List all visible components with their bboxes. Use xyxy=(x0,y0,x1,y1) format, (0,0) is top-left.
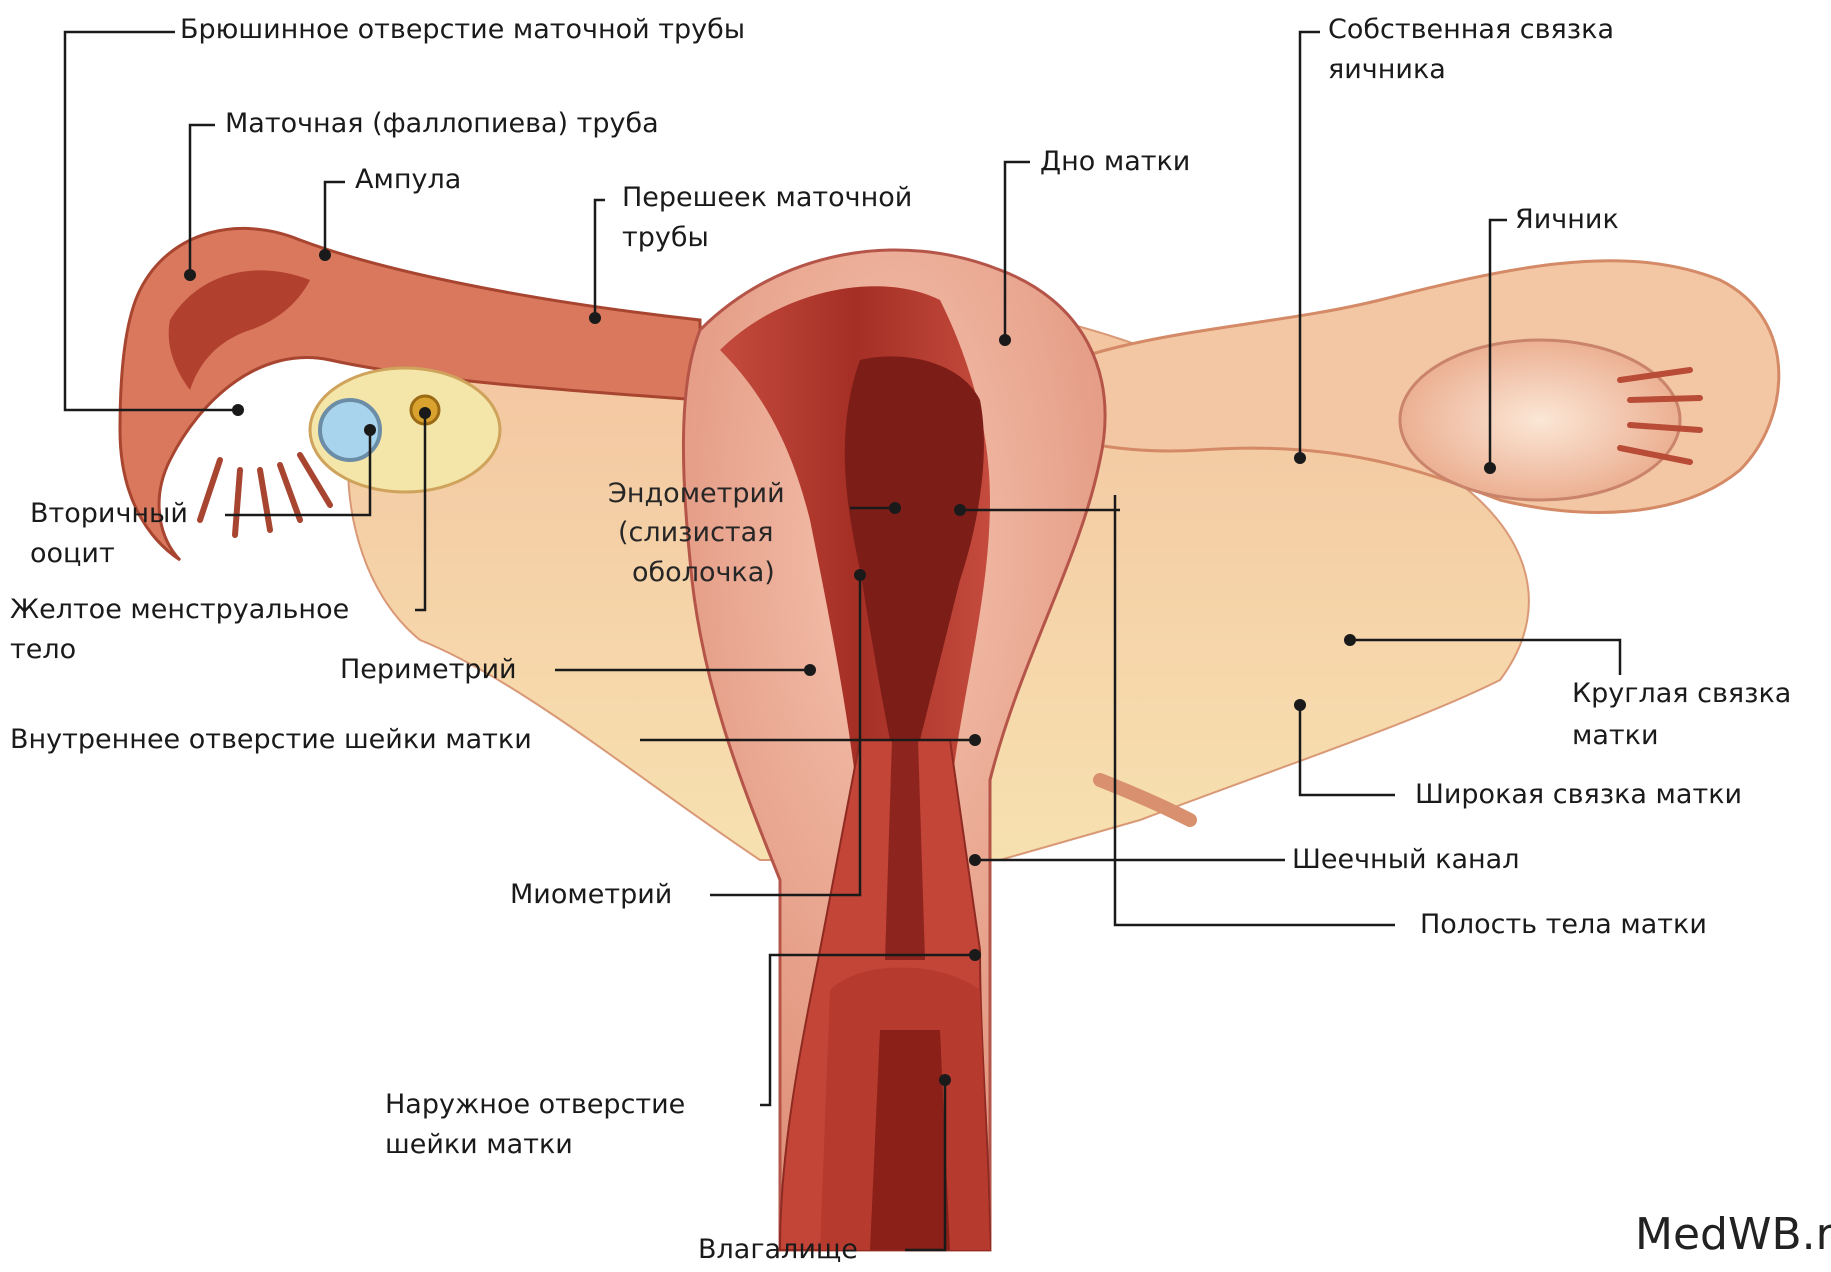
label-ampulla: Ампула xyxy=(355,162,461,198)
label-ovary: Яичник xyxy=(1515,202,1619,238)
label-ovarian-ligament-line2: яичника xyxy=(1328,52,1446,88)
label-round-ligament-line2: матки xyxy=(1572,718,1659,754)
fimbriae-shape xyxy=(200,455,330,535)
label-fallopian-tube: Маточная (фаллопиева) труба xyxy=(225,106,659,142)
label-cervical-canal: Шеечный канал xyxy=(1292,842,1519,878)
label-isthmus-line2: трубы xyxy=(622,220,709,256)
label-perimetrium: Периметрий xyxy=(340,652,517,688)
vagina-inner-shape xyxy=(870,1030,950,1250)
cervical-canal-shape xyxy=(885,740,925,960)
label-fundus: Дно матки xyxy=(1040,144,1190,180)
label-isthmus-line1: Перешеек маточной xyxy=(622,180,912,216)
label-uterine-cavity: Полость тела матки xyxy=(1420,907,1707,943)
label-oocyte-line1: Вторичный xyxy=(30,496,188,532)
label-external-os-line2: шейки матки xyxy=(385,1127,573,1163)
label-corpus-luteum-line2: тело xyxy=(10,632,76,668)
label-round-ligament-line1: Круглая связка xyxy=(1572,676,1791,712)
label-oocyte-line2: ооцит xyxy=(30,536,115,572)
label-internal-os: Внутреннее отверстие шейки матки xyxy=(10,722,532,758)
label-abdominal-opening: Брюшинное отверстие маточной трубы xyxy=(180,12,745,48)
label-myometrium: Миометрий xyxy=(510,877,672,913)
label-endometrium-line1: Эндометрий xyxy=(608,476,785,512)
label-external-os-line1: Наружное отверстие xyxy=(385,1087,685,1123)
right-ovary-shape xyxy=(1400,340,1680,500)
watermark: MedWB.ru xyxy=(1635,1209,1831,1260)
label-endometrium-line2: (слизистая xyxy=(618,515,773,551)
label-ovarian-ligament-line1: Собственная связка xyxy=(1328,12,1614,48)
label-broad-ligament: Широкая связка матки xyxy=(1415,777,1742,813)
label-corpus-luteum-line1: Желтое менструальное xyxy=(10,592,349,628)
label-vagina: Влагалище xyxy=(698,1232,858,1268)
label-endometrium-line3: оболочка) xyxy=(632,555,775,591)
